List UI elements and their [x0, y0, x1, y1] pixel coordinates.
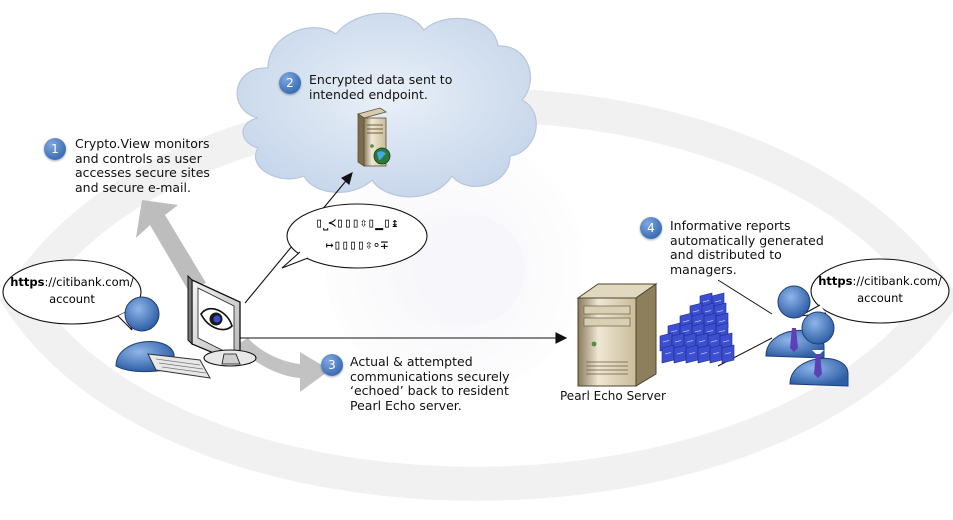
report-sheet-line — [692, 310, 700, 313]
url-right-line2: account — [857, 291, 903, 305]
report-sheet-line — [688, 352, 696, 355]
step-3-text: Actual & attempted communications secure… — [350, 354, 510, 413]
report-sheet-line — [706, 330, 714, 333]
cloud-shape — [236, 12, 537, 198]
report-sheet-line — [664, 352, 672, 355]
eye-monitor-icon — [187, 274, 257, 367]
report-sheet-line — [718, 320, 726, 323]
report-sheet-line — [722, 340, 730, 343]
step-4-text: Informative reports automatically genera… — [670, 218, 824, 277]
url-left-line1: https://citibank.com/ — [6, 274, 138, 291]
report-sheet-line — [662, 340, 670, 343]
report-sheet-line — [674, 340, 682, 343]
url-right-host: ://citibank.com/ — [852, 274, 942, 288]
report-sheet-line — [682, 330, 690, 333]
report-sheet — [697, 344, 711, 364]
step-2-badge: 2 — [279, 72, 301, 94]
managers-icon — [765, 285, 849, 387]
manager-person-front — [789, 311, 849, 387]
connector-lines — [232, 171, 568, 344]
report-sheet-line — [718, 330, 726, 333]
report-sheet-line — [714, 300, 722, 303]
url-bubble-right: https://citibank.com/ account — [814, 273, 946, 307]
report-sheet-line — [712, 352, 720, 355]
reports-stack-icon — [659, 292, 735, 364]
report-sheet-line — [716, 310, 724, 313]
report-sheet-line — [682, 320, 690, 323]
step-2-text: Encrypted data sent to intended endpoint… — [309, 72, 453, 102]
report-sheet — [721, 344, 735, 364]
report-sheet-line — [700, 352, 708, 355]
report-sheet-line — [698, 340, 706, 343]
cipher-text: ▯⎵≺▯▯▯⇳▯▁▯↨ ↦▯▯▯▯⇳∘∓ — [315, 216, 399, 253]
report-sheet-line — [670, 330, 678, 333]
report-sheet-line — [724, 352, 732, 355]
report-sheet-line — [706, 320, 714, 323]
grey-arrow-right — [236, 338, 330, 392]
cipher-bubble — [281, 203, 428, 269]
report-sheet — [673, 344, 687, 364]
report-sheet-line — [702, 300, 710, 303]
report-sheet-line — [704, 310, 712, 313]
url-bubble-left: https://citibank.com/ account — [6, 274, 138, 308]
url-left-line2: account — [49, 292, 95, 306]
report-sheet — [685, 344, 699, 364]
pearl-echo-server-icon — [576, 283, 658, 387]
step-1-text: Crypto.View monitors and controls as use… — [75, 136, 210, 195]
report-sheet — [661, 344, 675, 364]
report-sheet-line — [710, 340, 718, 343]
url-right-scheme: https — [818, 274, 853, 288]
user-person-icon — [115, 296, 211, 379]
step-4-badge: 4 — [640, 217, 662, 239]
report-sheet-line — [676, 352, 684, 355]
url-left-scheme: https — [10, 275, 45, 289]
report-sheet — [709, 344, 723, 364]
url-left-host: ://citibank.com/ — [44, 275, 134, 289]
url-bubble-left-shape — [2, 259, 142, 331]
report-sheet-line — [694, 320, 702, 323]
step-1-badge: 1 — [44, 138, 66, 160]
url-right-line1: https://citibank.com/ — [814, 273, 946, 290]
step-3-badge: 3 — [321, 354, 343, 376]
report-sheet-line — [686, 340, 694, 343]
grey-arrow-up — [136, 200, 206, 290]
pearl-echo-server-label: Pearl Echo Server — [560, 389, 666, 403]
report-sheet-line — [694, 330, 702, 333]
endpoint-server-icon — [357, 107, 391, 167]
